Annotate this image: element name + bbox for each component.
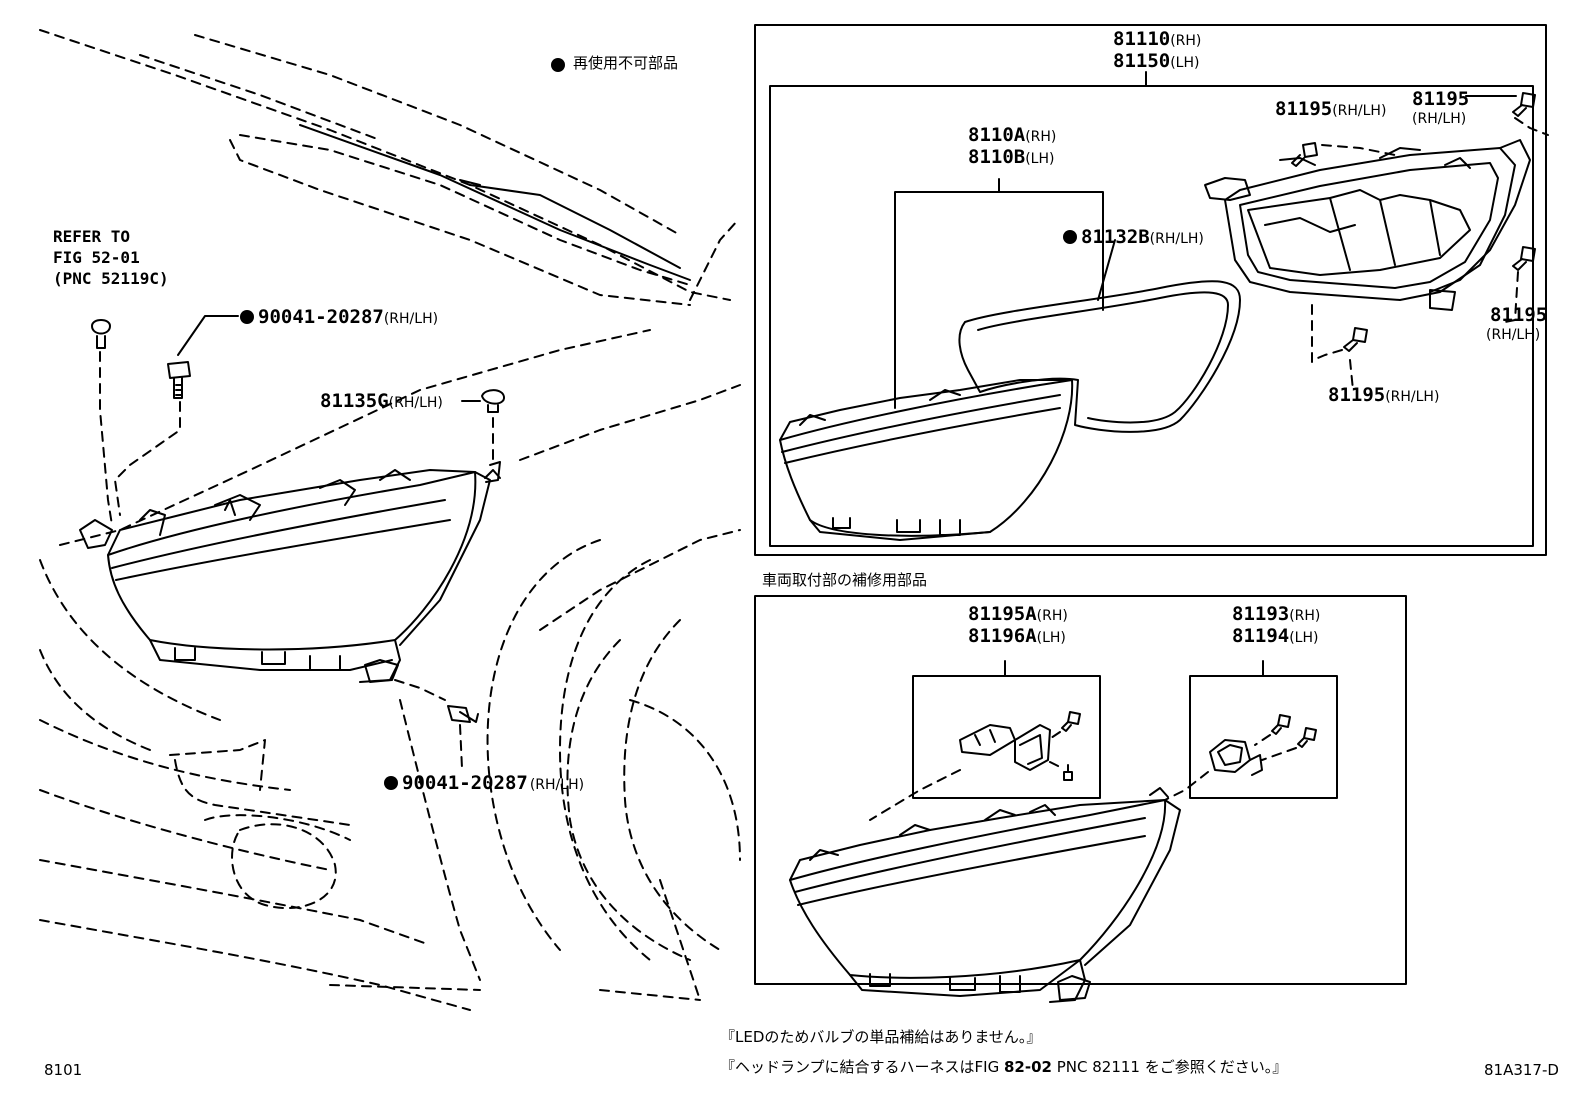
part-label-screw-b-side: (RH/LH)	[1412, 110, 1466, 126]
note-harness-prefix: 『ヘッドランプに結合するハーネスはFIG	[720, 1058, 1004, 1076]
headlamp-repair-view	[789, 787, 1181, 1003]
part-number: 8110A	[968, 124, 1026, 146]
refer-line-1: REFER TO	[53, 227, 131, 246]
gasket-leader	[1097, 239, 1116, 301]
part-number: 81195	[1328, 384, 1386, 406]
part-number: 81195	[1412, 88, 1470, 110]
part-label-unit-rh[interactable]: 81110(RH)	[1113, 30, 1201, 49]
part-side: (LH)	[1025, 151, 1055, 167]
part-number: 81193	[1232, 603, 1290, 625]
part-number: 81132B	[1081, 226, 1150, 248]
part-label-screw-b[interactable]: 81195	[1412, 90, 1469, 109]
part-number: 81110	[1113, 28, 1171, 50]
housing-drawing	[1204, 139, 1531, 311]
part-number: 81195	[1490, 304, 1548, 326]
non-reusable-marker	[551, 58, 565, 72]
part-side: (RH)	[1289, 608, 1321, 624]
part-side: (RH/LH)	[1412, 111, 1467, 127]
lens-drawing	[779, 379, 1074, 541]
part-label-bracket2-rh[interactable]: 81193(RH)	[1232, 605, 1320, 624]
part-label-screw-a[interactable]: 81195(RH/LH)	[1275, 100, 1386, 119]
part-number: 81135G	[320, 390, 389, 412]
part-side: (RH/LH)	[388, 395, 443, 411]
legend-text: 再使用不可部品	[573, 54, 679, 72]
part-side: (RH/LH)	[1149, 231, 1204, 247]
part-label-screw-c-side: (RH/LH)	[1486, 326, 1540, 342]
refer-line-3: (PNC 52119C)	[53, 269, 169, 288]
part-side: (RH/LH)	[1486, 327, 1541, 343]
part-label-bolt-lower[interactable]: 90041-20287(RH/LH)	[384, 774, 584, 793]
part-number: 90041-20287	[402, 772, 528, 794]
part-label-gasket[interactable]: 81132B(RH/LH)	[1063, 228, 1204, 247]
headlamp-assembly-main	[79, 461, 501, 683]
part-label-bolt-upper[interactable]: 90041-20287(RH/LH)	[240, 308, 438, 327]
part-label-screw-c[interactable]: 81195	[1490, 306, 1547, 325]
part-label-bracket-lh[interactable]: 81196A(LH)	[968, 627, 1066, 646]
figure-code: 81A317-D	[1484, 1061, 1559, 1079]
part-side: (RH/LH)	[383, 311, 439, 327]
part-label-clip[interactable]: 81135G(RH/LH)	[320, 392, 443, 411]
gasket-inner	[977, 291, 1229, 424]
part-number: 8110B	[968, 146, 1026, 168]
non-reusable-dot	[1063, 230, 1077, 244]
lens-bracket-line	[894, 178, 1104, 409]
part-label-lens-lh[interactable]: 8110B(LH)	[968, 148, 1054, 167]
part-label-lens-rh[interactable]: 8110A(RH)	[968, 126, 1056, 145]
assembly-box-frame	[754, 24, 1547, 556]
repair-section-caption: 車両取付部の補修用部品	[762, 571, 928, 589]
refer-to-note: REFER TO FIG 52-01 (PNC 52119C)	[53, 226, 169, 289]
page-code: 8101	[44, 1061, 83, 1079]
note-harness: 『ヘッドランプに結合するハーネスはFIG 82-02 PNC 82111 をご参…	[720, 1060, 1287, 1075]
leader-bolt-top	[177, 315, 239, 356]
part-side: (LH)	[1170, 55, 1200, 71]
left-hardware	[91, 319, 505, 769]
part-label-screw-d[interactable]: 81195(RH/LH)	[1328, 386, 1439, 405]
part-side: (LH)	[1289, 630, 1319, 646]
part-side: (RH/LH)	[1332, 103, 1387, 119]
bracket-b-drawing	[1164, 714, 1317, 801]
refer-line-2: FIG 52-01	[53, 248, 140, 267]
part-label-unit-lh[interactable]: 81150(LH)	[1113, 52, 1199, 71]
non-reusable-dot	[240, 310, 254, 324]
part-side: (RH)	[1036, 608, 1068, 624]
vehicle-body-outline	[39, 29, 741, 1011]
note-harness-suffix: PNC 82111 をご参照ください。』	[1051, 1058, 1288, 1076]
bracket-a-drawing	[869, 711, 1081, 821]
part-number: 81196A	[968, 625, 1037, 647]
part-number: 81194	[1232, 625, 1290, 647]
note-led-bulb: 『LEDのためバルブの単品補給はありません。』	[720, 1028, 1042, 1046]
part-side: (RH/LH)	[529, 777, 585, 793]
part-label-bracket-rh[interactable]: 81195A(RH)	[968, 605, 1068, 624]
part-side: (RH)	[1025, 129, 1057, 145]
part-side: (RH)	[1170, 33, 1202, 49]
part-side: (RH/LH)	[1385, 389, 1440, 405]
screws-upper	[1291, 92, 1549, 391]
repair-box-frame	[754, 595, 1407, 985]
part-number: 90041-20287	[258, 306, 384, 328]
bracket-box-a	[912, 675, 1101, 799]
part-number: 81195A	[968, 603, 1037, 625]
note-harness-fig-link[interactable]: 82-02	[1004, 1058, 1052, 1076]
gasket-drawing	[958, 280, 1241, 433]
part-side: (LH)	[1036, 630, 1066, 646]
part-number: 81150	[1113, 50, 1171, 72]
assembly-inner-frame	[769, 85, 1534, 547]
part-number: 81195	[1275, 98, 1333, 120]
non-reusable-dot	[384, 776, 398, 790]
part-label-bracket2-lh[interactable]: 81194(LH)	[1232, 627, 1318, 646]
